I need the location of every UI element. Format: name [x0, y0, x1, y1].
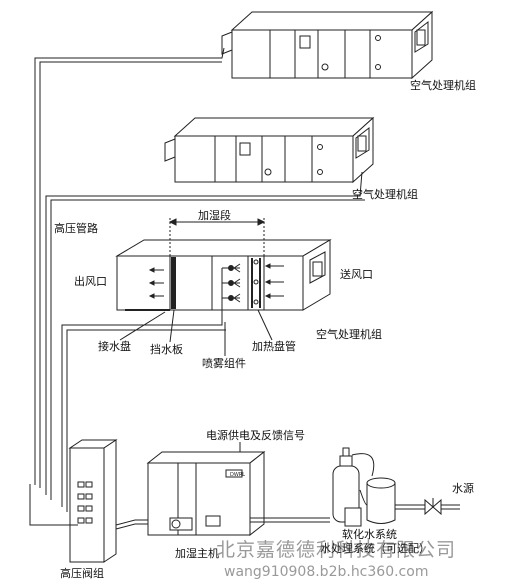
hp-valve-group-label: 高压阀组 — [60, 567, 104, 580]
drain-pan-label: 接水盘 — [98, 340, 131, 353]
outlet-label: 出风口 — [74, 275, 107, 288]
spray-label: 喷雾组件 — [202, 357, 246, 370]
humidifier-badge: DWRL — [230, 472, 245, 478]
ahu-top-label: 空气处理机组 — [410, 79, 476, 92]
ahu-top-unit — [221, 10, 434, 80]
supply-label: 送风口 — [340, 268, 373, 281]
ahu-bottom-label: 空气处理机组 — [316, 328, 382, 341]
watermark-site: wang910908.b2b.hc360.com — [224, 564, 429, 580]
hp-pipe-label: 高压管路 — [54, 222, 98, 235]
ahu-middle-label: 空气处理机组 — [352, 188, 418, 201]
watermark-company: 北京嘉德德利科技有限公司 — [216, 539, 457, 561]
water-baffle-label: 挡水板 — [150, 343, 183, 356]
water-treatment-sub-label: 水处理系统（可选配） — [320, 542, 430, 555]
heating-coil-label: 加热盘管 — [252, 340, 296, 353]
water-source-label: 水源 — [452, 482, 474, 495]
humidifier-main-label: 加湿主机 — [175, 547, 219, 560]
ahu-middle-unit — [164, 116, 375, 184]
power-feedback-label: 电源供电及反馈信号 — [206, 429, 305, 442]
ahu-bottom-unit — [115, 218, 332, 356]
humid-section-label: 加湿段 — [198, 209, 231, 222]
high-pressure-valve-group — [29, 439, 118, 563]
high-pressure-pipes — [34, 47, 365, 512]
humidifier-host — [115, 442, 330, 537]
water-treatment-label: 软化水系统 — [342, 528, 397, 541]
water-treatment-system — [332, 447, 460, 527]
